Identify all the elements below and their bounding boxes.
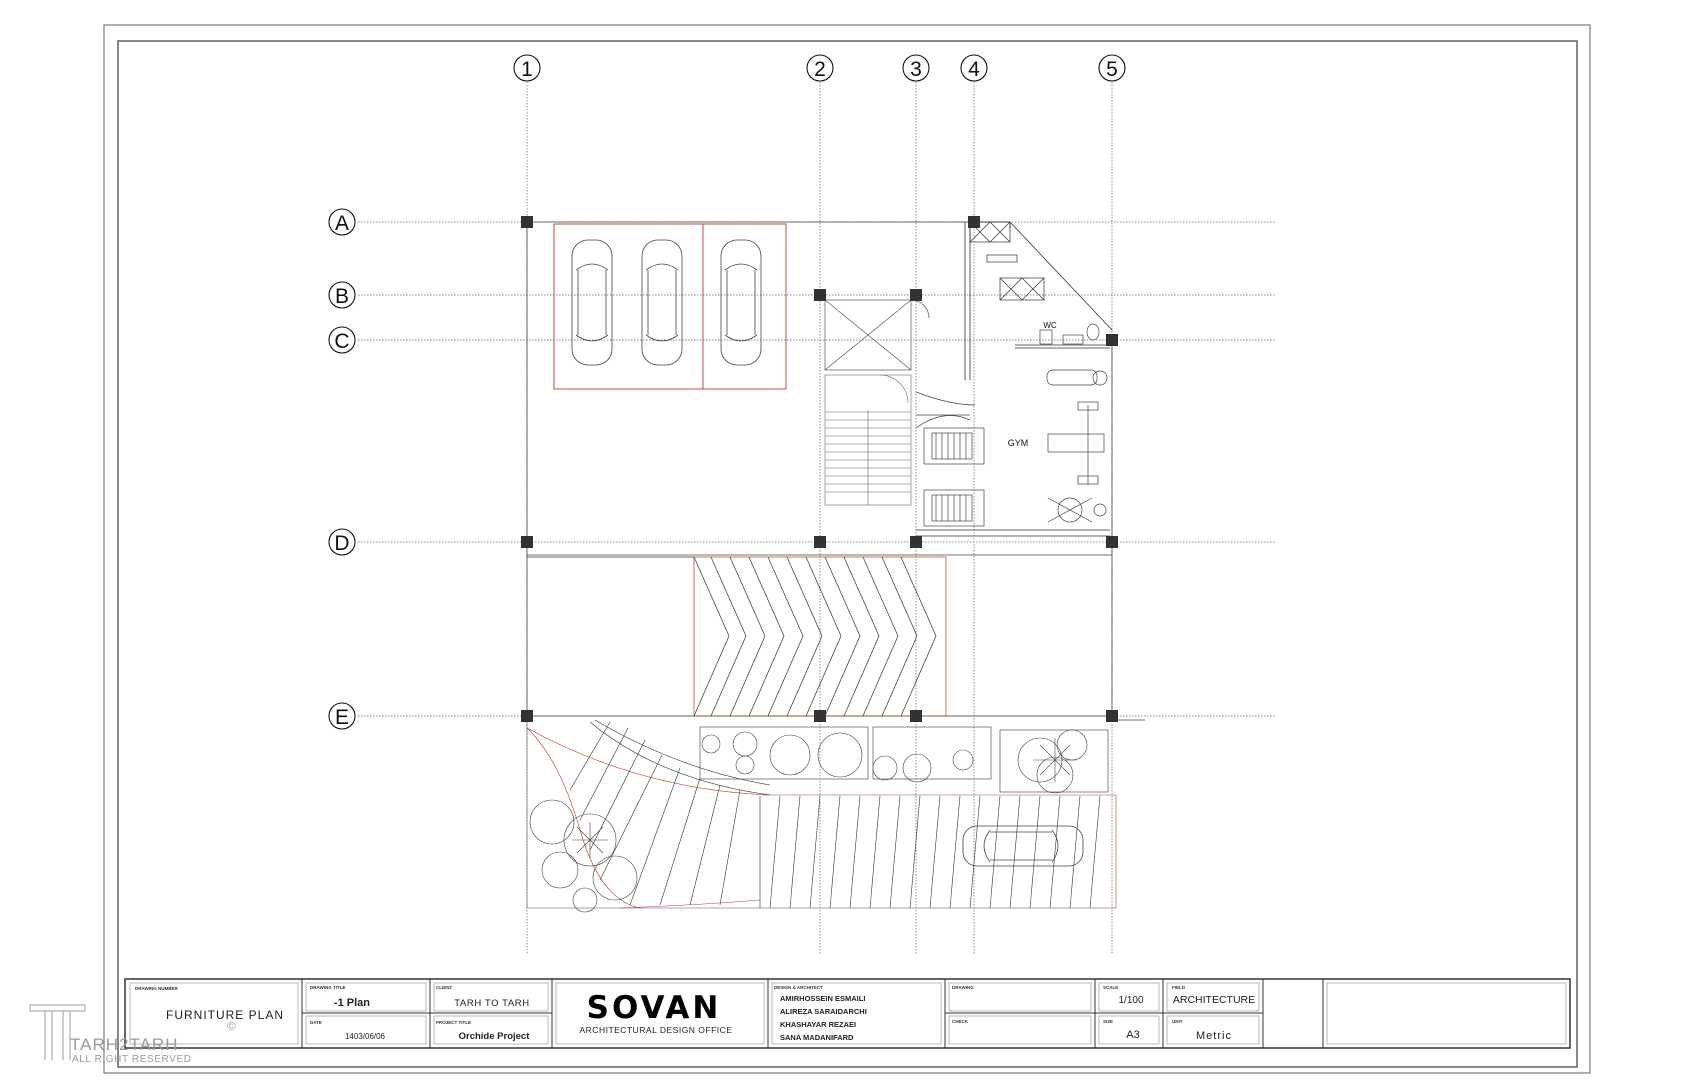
column-bubble-4: 4	[960, 54, 988, 82]
svg-text:D: D	[334, 532, 349, 555]
size-value: A3	[1126, 1029, 1139, 1041]
staircase	[824, 374, 912, 506]
designer-4: SANA MADANIFARD	[780, 1033, 854, 1042]
row-bubble-d: D	[328, 528, 356, 556]
svg-text:C: C	[334, 330, 349, 353]
grid-lines	[358, 82, 1276, 955]
size-label: SIZE	[1103, 1019, 1113, 1024]
svg-text:2: 2	[814, 58, 826, 81]
svg-text:B: B	[335, 285, 349, 308]
svg-text:3: 3	[910, 58, 922, 81]
trees	[529, 729, 1088, 913]
service-walls	[916, 221, 1113, 537]
client-value: TARH TO TARH	[454, 998, 529, 1009]
wc-label: WC	[1043, 321, 1057, 330]
column-bubble-1: 1	[513, 54, 541, 82]
curved-driveway	[526, 716, 1117, 909]
watermark-rights: ALL RIGHT RESERVED	[72, 1054, 192, 1065]
title-block	[124, 978, 1571, 1049]
row-bubble-e: E	[328, 702, 356, 730]
project-title: Orchide Project	[459, 1031, 531, 1042]
field-label: FIELD	[1172, 985, 1186, 990]
sheet-inner-border	[117, 40, 1578, 1068]
svg-text:5: 5	[1106, 58, 1118, 81]
scale-label: SCALE	[1103, 985, 1118, 990]
designer-2: ALIREZA SARAIDARCHI	[780, 1007, 867, 1016]
watermark-brand: TARH2TARH	[70, 1035, 179, 1054]
svg-text:A: A	[335, 212, 349, 235]
driveway-car	[962, 825, 1084, 867]
date-label: DATE	[310, 1020, 322, 1025]
watermark-logo	[29, 1004, 86, 1060]
svg-text:1: 1	[521, 58, 533, 81]
column-bubble-5: 5	[1098, 54, 1126, 82]
sheet-outer-border	[103, 24, 1591, 1074]
designer-3: KHASHAYAR REZAEI	[780, 1020, 856, 1029]
gym-label: GYM	[1008, 438, 1029, 448]
date-value: 1403/06/06	[345, 1032, 386, 1041]
drawing-title-label: DRAWING TITLE	[310, 985, 346, 990]
design-label: DESIGN & ARCHITECT	[774, 985, 823, 990]
building-outline	[526, 221, 1145, 721]
office-logo: SOVAN	[587, 990, 722, 1026]
row-bubble-a: A	[328, 208, 356, 236]
drawing-number: FURNITURE PLAN	[166, 1008, 284, 1022]
parked-car-2	[641, 239, 683, 366]
project-title-label: PROJECT TITLE	[436, 1020, 471, 1025]
scale-value: 1/100	[1118, 995, 1143, 1006]
unit-label: UNIT	[1172, 1019, 1183, 1024]
shaft	[824, 299, 930, 371]
svg-text:4: 4	[968, 58, 980, 81]
svg-text:E: E	[335, 706, 349, 729]
column-bubble-3: 3	[902, 54, 930, 82]
check-label: CHECK	[952, 1019, 969, 1024]
gym-equipment	[915, 369, 1108, 527]
parked-car-3	[720, 239, 762, 366]
parking-stalls	[553, 223, 787, 390]
client-label: CLIENT	[436, 985, 453, 990]
drawing-number-label: DRAWING NUMBER	[135, 986, 178, 991]
drawing-title: -1 Plan	[334, 997, 370, 1009]
unit-value: Metric	[1196, 1030, 1232, 1042]
parked-car-1	[571, 239, 613, 366]
structural-columns	[521, 216, 1118, 722]
designer-1: AMIRHOSSEIN ESMAILI	[780, 994, 865, 1003]
planters	[699, 726, 1109, 793]
row-bubble-b: B	[328, 281, 356, 309]
watermark-copyright: ©	[227, 1019, 236, 1033]
ramp-chevrons	[527, 556, 947, 717]
wc-fixtures	[1039, 323, 1100, 345]
column-bubble-2: 2	[806, 54, 834, 82]
drawing-label: DRAWING	[952, 985, 974, 990]
field-value: ARCHITECTURE	[1173, 994, 1255, 1006]
office-subtitle: ARCHITECTURAL DESIGN OFFICE	[580, 1025, 733, 1035]
row-bubble-c: C	[328, 326, 356, 354]
storage-racks	[969, 221, 1045, 301]
